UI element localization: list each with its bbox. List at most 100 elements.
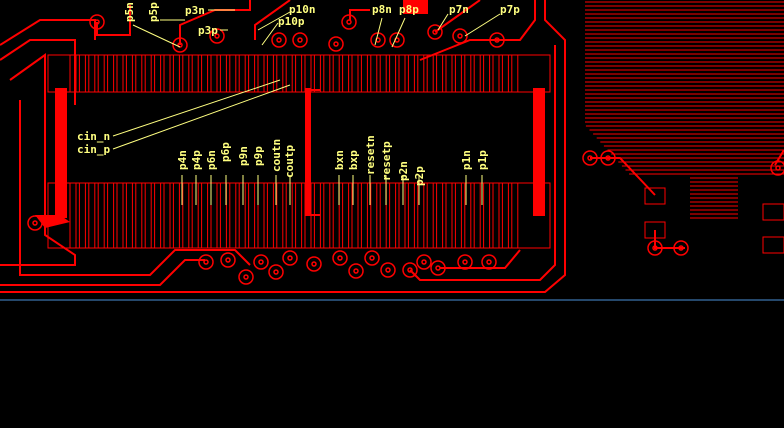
label-p3n: p3n xyxy=(185,4,205,17)
via-ring xyxy=(582,150,598,166)
pad-top xyxy=(323,54,331,93)
trace-left-3 xyxy=(0,53,76,266)
pad-bottom xyxy=(191,182,199,249)
via-ring xyxy=(209,28,225,44)
trace-left-outer xyxy=(0,19,96,46)
label-coutp: coutp xyxy=(283,145,296,178)
via-hole xyxy=(287,255,293,261)
trace-right-1 xyxy=(419,0,536,61)
pad-top xyxy=(407,54,415,93)
pad-bottom xyxy=(379,182,387,249)
pad-r1 xyxy=(644,187,666,205)
pad-top xyxy=(88,54,96,93)
label-p7n: p7n xyxy=(449,3,469,16)
pad-top xyxy=(210,54,218,93)
pad-bottom xyxy=(351,182,359,249)
trace-center-bar xyxy=(310,89,320,216)
pad-bottom xyxy=(445,182,453,249)
via-ring xyxy=(27,215,43,231)
connector-bottom-pads xyxy=(47,182,551,249)
pad-top xyxy=(116,54,124,93)
label-p4p: p4p xyxy=(190,150,203,170)
leader-p7n xyxy=(437,13,449,31)
trace-p10 xyxy=(254,0,291,40)
via-ring xyxy=(427,24,443,40)
pad-bottom xyxy=(454,182,462,249)
vias xyxy=(27,14,784,285)
via-ring xyxy=(282,250,298,266)
leader-p8n xyxy=(374,17,383,46)
via-ring xyxy=(457,254,473,270)
top-pad-p8 xyxy=(403,0,428,14)
via-hole xyxy=(605,155,611,161)
pad-top xyxy=(219,54,227,93)
label-p3p: p3p xyxy=(198,24,218,37)
via-hole xyxy=(258,259,264,265)
pad-top xyxy=(511,54,519,93)
pad-top xyxy=(229,54,237,93)
pad-top xyxy=(182,54,190,93)
pad-bottom xyxy=(417,182,425,249)
pad-top xyxy=(201,54,209,93)
pad-top xyxy=(417,54,425,93)
via-ring xyxy=(271,32,287,48)
pad-top xyxy=(248,54,256,93)
label-p9n: p9n xyxy=(237,146,250,166)
pad-top xyxy=(107,54,115,93)
pad-bottom xyxy=(116,182,124,249)
pad-top xyxy=(464,54,472,93)
label-cin-n: cin_n xyxy=(77,130,110,143)
pad-bottom xyxy=(88,182,96,249)
via-ring xyxy=(220,252,236,268)
via-ring xyxy=(364,250,380,266)
left-thick-bar xyxy=(55,88,67,218)
label-p10p: p10p xyxy=(278,15,305,28)
via-hole xyxy=(462,259,468,265)
right-component-pads xyxy=(644,187,784,254)
via-hole xyxy=(432,29,438,35)
pad-bottom xyxy=(78,182,86,249)
label-resetp: resetp xyxy=(380,141,393,181)
via-ring xyxy=(348,263,364,279)
trace-left-2 xyxy=(0,39,76,105)
pad-top xyxy=(144,54,152,93)
pad-top xyxy=(313,54,321,93)
copper-pour-hatch xyxy=(585,1,784,219)
via-ring xyxy=(172,37,188,53)
pad-bottom xyxy=(323,182,331,249)
via-ring xyxy=(770,160,784,176)
via-ring xyxy=(380,262,396,278)
via-hole xyxy=(214,33,220,39)
via-ring xyxy=(402,262,418,278)
via-ring xyxy=(306,256,322,272)
via-ring xyxy=(89,14,105,30)
via-hole xyxy=(346,19,352,25)
via-hole xyxy=(311,261,317,267)
via-hole xyxy=(276,37,282,43)
pad-bottom xyxy=(163,182,171,249)
pad-bottom xyxy=(219,182,227,249)
label-cin-p: cin_p xyxy=(77,143,110,156)
pad-top xyxy=(360,54,368,93)
label-p1n: p1n xyxy=(460,150,473,170)
label-leaders xyxy=(112,9,501,150)
via-ring xyxy=(389,32,405,48)
pad-bottom xyxy=(276,182,284,249)
vertical-label-leaders xyxy=(181,175,483,205)
pad-bottom xyxy=(398,182,406,249)
pad-bottom xyxy=(426,182,434,249)
pad-top xyxy=(257,54,265,93)
pad-top xyxy=(285,54,293,93)
label-p5n: p5n xyxy=(123,2,136,22)
via-ring xyxy=(416,254,432,270)
pad-bottom xyxy=(229,182,237,249)
label-p7p: p7p xyxy=(500,3,520,16)
via-hole xyxy=(337,255,343,261)
pad-top xyxy=(295,54,303,93)
trace-p8 xyxy=(349,9,370,20)
pad-r2 xyxy=(644,221,666,239)
via-hole xyxy=(369,255,375,261)
